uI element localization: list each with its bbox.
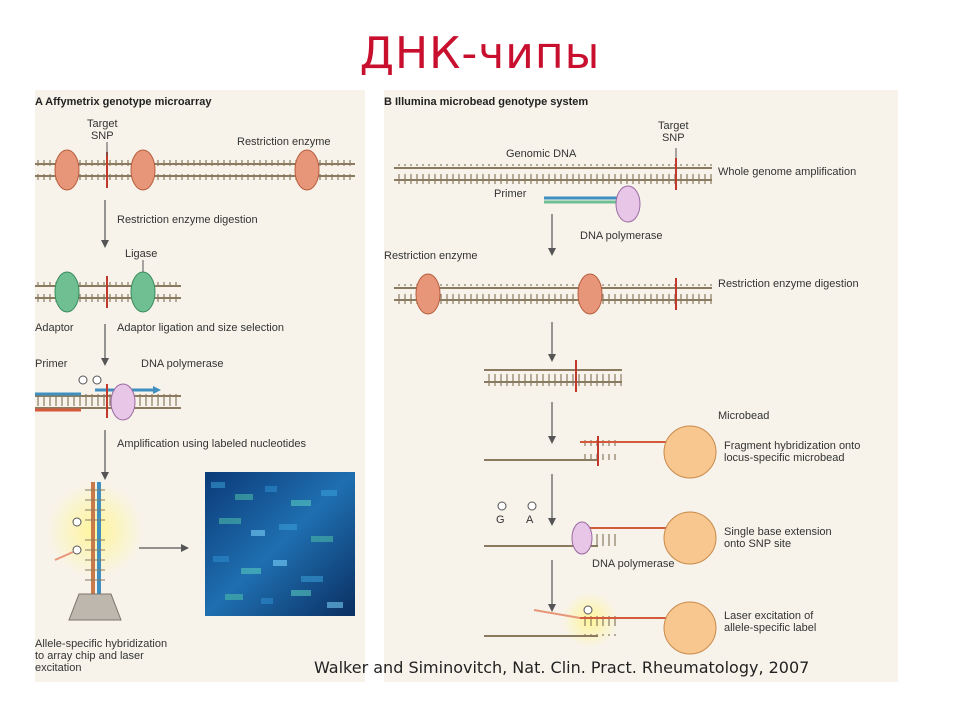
- label-dna-polymerase-b2: DNA polymerase: [592, 558, 675, 570]
- panel-b-artwork: [394, 148, 717, 655]
- enzyme-shape: [415, 273, 441, 315]
- step-fragment-hybridization: Fragment hybridization onto locus-specif…: [724, 440, 861, 464]
- label-microbead: Microbead: [718, 410, 770, 422]
- citation: Walker and Siminovitch, Nat. Clin. Pract…: [314, 658, 810, 677]
- adaptor-shape: [54, 271, 80, 313]
- adaptor-shape: [130, 271, 156, 313]
- step-whole-genome-amplification: Whole genome amplification: [718, 166, 857, 178]
- dna-strand-b1: [394, 164, 712, 184]
- single-base-extension: [484, 511, 717, 565]
- label-ligase: Ligase: [125, 248, 158, 260]
- microbead-shape: [663, 601, 717, 655]
- panel-a-header: A Affymetrix genotype microarray: [35, 96, 212, 108]
- label-restriction-enzyme: Restriction enzyme: [237, 136, 331, 148]
- enzyme-shape: [54, 149, 80, 191]
- label-target-snp-b: Target SNP: [658, 120, 689, 144]
- microarray-scan-image: [205, 472, 355, 616]
- panel-a-artwork: [35, 142, 355, 621]
- enzyme-shape: [577, 273, 603, 315]
- array-chip-base: [68, 593, 122, 621]
- step-restriction-digestion-b: Restriction enzyme digestion: [718, 278, 859, 290]
- polymerase-shape: [571, 521, 593, 555]
- panel-illumina: B Illumina microbead genotype system Tar…: [384, 90, 898, 682]
- label-restriction-enzyme-b: Restriction enzyme: [384, 250, 478, 262]
- label-dna-polymerase: DNA polymerase: [141, 358, 224, 370]
- step-adaptor-ligation: Adaptor ligation and size selection: [117, 322, 284, 334]
- dna-fragment: [484, 366, 622, 386]
- label-adaptor: Adaptor: [35, 322, 74, 334]
- slide-title: ДНК-чипы: [359, 28, 601, 79]
- laser-excitation: [484, 601, 717, 655]
- step-restriction-digestion: Restriction enzyme digestion: [117, 214, 258, 226]
- panel-affymetrix: A Affymetrix genotype microarray Target …: [35, 90, 365, 682]
- label-genomic-dna: Genomic DNA: [506, 148, 577, 160]
- step-laser-excitation: Laser excitation of allele-specific labe…: [724, 610, 817, 634]
- microbead-shape: [663, 511, 717, 565]
- step-single-base-extension: Single base extension onto SNP site: [724, 526, 832, 550]
- panel-b-header: B Illumina microbead genotype system: [384, 96, 589, 108]
- enzyme-shape: [130, 149, 156, 191]
- polymerase-shape: [615, 185, 641, 223]
- label-target-snp: Target SNP: [87, 118, 118, 142]
- enzyme-shape: [294, 149, 320, 191]
- step-amplification: Amplification using labeled nucleotides: [117, 438, 306, 450]
- polymerase-shape: [110, 383, 136, 421]
- label-base-a: A: [526, 514, 534, 526]
- label-primer: Primer: [35, 358, 68, 370]
- dna-strand-b2: [394, 284, 712, 304]
- array-probe: [54, 482, 105, 594]
- microbead-shape: [663, 425, 717, 479]
- label-primer-b: Primer: [494, 188, 527, 200]
- step-array-hybridization: Allele-specific hybridization to array c…: [35, 638, 168, 674]
- label-base-g: G: [496, 514, 505, 526]
- microbead-hybridization: [484, 425, 717, 479]
- label-dna-polymerase-b1: DNA polymerase: [580, 230, 663, 242]
